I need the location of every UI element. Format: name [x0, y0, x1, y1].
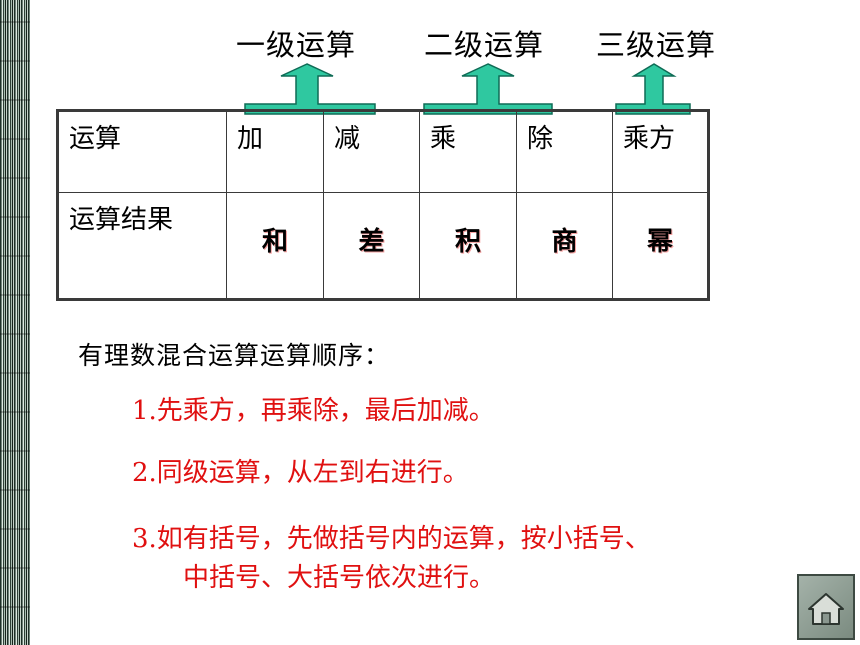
rule-1: 1.先乘方，再乘除，最后加减。: [132, 396, 495, 426]
op-cell-multiply: 乘: [419, 110, 517, 193]
row-header-result: 运算结果: [57, 192, 227, 300]
result-quotient-text: 商: [551, 227, 578, 257]
home-icon: [808, 593, 844, 625]
level-2-label: 二级运算: [424, 28, 545, 62]
rule-3-continued: 中括号、大括号依次进行。: [183, 563, 496, 593]
result-product-text: 积: [454, 227, 481, 257]
result-cell-power: 幂: [612, 192, 709, 300]
result-cell-quotient: 商: [516, 192, 613, 300]
result-cell-product: 积: [419, 192, 517, 300]
level-1-label: 一级运算: [236, 28, 357, 62]
decorative-stripe-band: [0, 0, 30, 645]
row-header-operation: 运算: [57, 110, 227, 193]
result-cell-difference: 差: [323, 192, 420, 300]
op-cell-subtract: 减: [323, 110, 420, 193]
order-title: 有理数混合运算运算顺序：: [78, 341, 391, 370]
result-cell-sum: 和: [226, 192, 324, 300]
op-cell-divide: 除: [516, 110, 613, 193]
result-difference-text: 差: [358, 227, 385, 257]
table-row-results: 运算结果 和 差 积 商 幂: [57, 192, 709, 300]
result-power-text: 幂: [646, 227, 673, 257]
home-button[interactable]: [797, 574, 855, 640]
op-cell-add: 加: [226, 110, 324, 193]
table-row-operations: 运算 加 减 乘 除 乘方: [57, 110, 709, 193]
level-3-label: 三级运算: [596, 28, 717, 62]
result-sum-text: 和: [261, 227, 288, 257]
rule-2: 2.同级运算，从左到右进行。: [132, 458, 469, 488]
op-cell-power: 乘方: [612, 110, 709, 193]
rule-3: 3.如有括号，先做括号内的运算，按小括号、: [132, 524, 651, 554]
operations-table: 运算 加 减 乘 除 乘方 运算结果 和 差 积 商 幂: [56, 109, 710, 301]
